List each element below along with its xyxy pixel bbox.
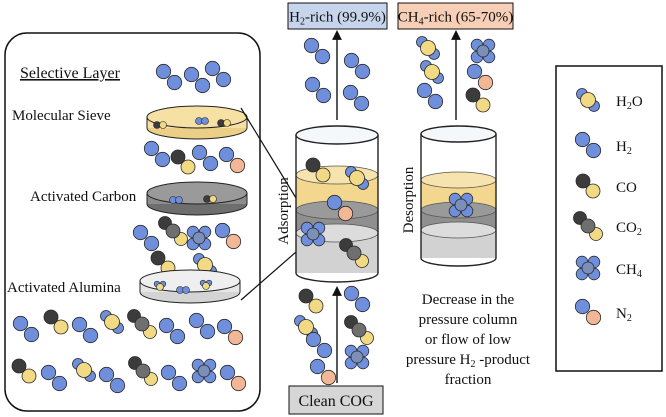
h2-rich-output-box: H2-rich (99.9%) [287, 2, 388, 30]
svg-text:pressure H2 -product: pressure H2 -product [406, 352, 531, 370]
svg-text:H2-rich (99.9%): H2-rich (99.9%) [289, 10, 386, 28]
ch4-rich-label-rest: -rich (65-70%) [424, 10, 514, 26]
h2-molecule-icon [416, 82, 444, 110]
clean-cog-label: Clean COG [298, 393, 374, 410]
desorption-note-sub: 2 [471, 359, 476, 370]
connector-line [240, 251, 297, 301]
legend-label: CO2 [616, 220, 642, 238]
ch4-rich-output-box: CH4-rich (65-70%) [397, 2, 514, 30]
adsorption-column: Adsorption [276, 125, 379, 283]
legend-label-main: CH [616, 262, 637, 278]
layer-label-molecular-sieve: Molecular Sieve [12, 108, 111, 124]
h2-molecule-icon [343, 285, 371, 313]
n2-molecule-icon [309, 358, 337, 386]
clean-cog-box: Clean COG [288, 385, 384, 415]
ch4-molecule-icon [470, 38, 496, 64]
legend: H2O H2 CO CO2 CH4 N2 [555, 65, 663, 372]
desorption-note-line: pressure H [406, 352, 471, 368]
legend-label-main: CO [616, 220, 637, 236]
legend-label: CH4 [616, 262, 642, 280]
svg-text:CH4-rich (65-70%): CH4-rich (65-70%) [398, 10, 513, 28]
selective-layer-title: Selective Layer [20, 65, 121, 82]
activated-alumina-disk [139, 269, 241, 304]
desorption-note-line: Decrease in the [422, 292, 515, 308]
n2-molecule-icon [466, 63, 494, 91]
legend-label: CO [616, 180, 637, 196]
h2-rich-label-main: H [289, 10, 300, 26]
desorption-note-line: -product [476, 352, 531, 368]
layer-label-activated-carbon: Activated Carbon [30, 189, 137, 205]
legend-label-sub: 2 [627, 146, 632, 157]
desorption-label: Desorption [401, 166, 417, 233]
connector-line [240, 107, 297, 199]
h2-molecule-icon [342, 84, 370, 112]
ch4-rich-label-sub: 4 [419, 17, 424, 28]
legend-label: N2 [616, 306, 632, 324]
h2-molecule-icon [305, 331, 333, 359]
h2-molecule-icon [303, 37, 331, 65]
legend-label-sub: 2 [637, 227, 642, 238]
legend-label-rest: O [632, 94, 643, 110]
legend-label: H2O [616, 94, 643, 112]
h2-rich-label-rest: -rich (99.9%) [305, 10, 386, 26]
co-molecule-icon [465, 87, 491, 113]
h2-rich-label-sub: 2 [300, 17, 305, 28]
legend-label-sub: 2 [627, 313, 632, 324]
h2-molecule-icon [343, 52, 371, 80]
co2-molecule-icon [344, 315, 374, 345]
legend-label-main: H [616, 94, 627, 110]
legend-label-main: N [616, 306, 627, 322]
desorption-column: Desorption [401, 125, 497, 267]
ch4-rich-label-main: CH [398, 10, 419, 26]
legend-label: H2 [616, 139, 632, 157]
h2-molecule-icon [304, 76, 332, 104]
co-molecule-icon [298, 288, 324, 314]
legend-label-main: CO [616, 180, 637, 196]
legend-label-sub: 2 [627, 101, 632, 112]
legend-label-sub: 4 [637, 269, 642, 280]
adsorption-label: Adsorption [276, 177, 292, 245]
desorption-note-line: or flow of low [425, 332, 511, 348]
h2o-molecule-icon [416, 36, 440, 60]
selective-layer-panel: Selective Layer Molecular Sieve [4, 32, 261, 412]
desorption-note: Decrease in the pressure column or flow … [406, 292, 531, 388]
activated-carbon-disk [146, 181, 248, 216]
h2o-molecule-icon [420, 60, 444, 84]
ch4-molecule-icon [344, 344, 370, 370]
layer-label-activated-alumina: Activated Alumina [7, 280, 121, 296]
legend-label-main: H [616, 139, 627, 155]
desorption-note-line: fraction [445, 372, 492, 388]
molecular-sieve-disk [146, 105, 248, 140]
desorption-note-line: pressure column [419, 312, 518, 328]
